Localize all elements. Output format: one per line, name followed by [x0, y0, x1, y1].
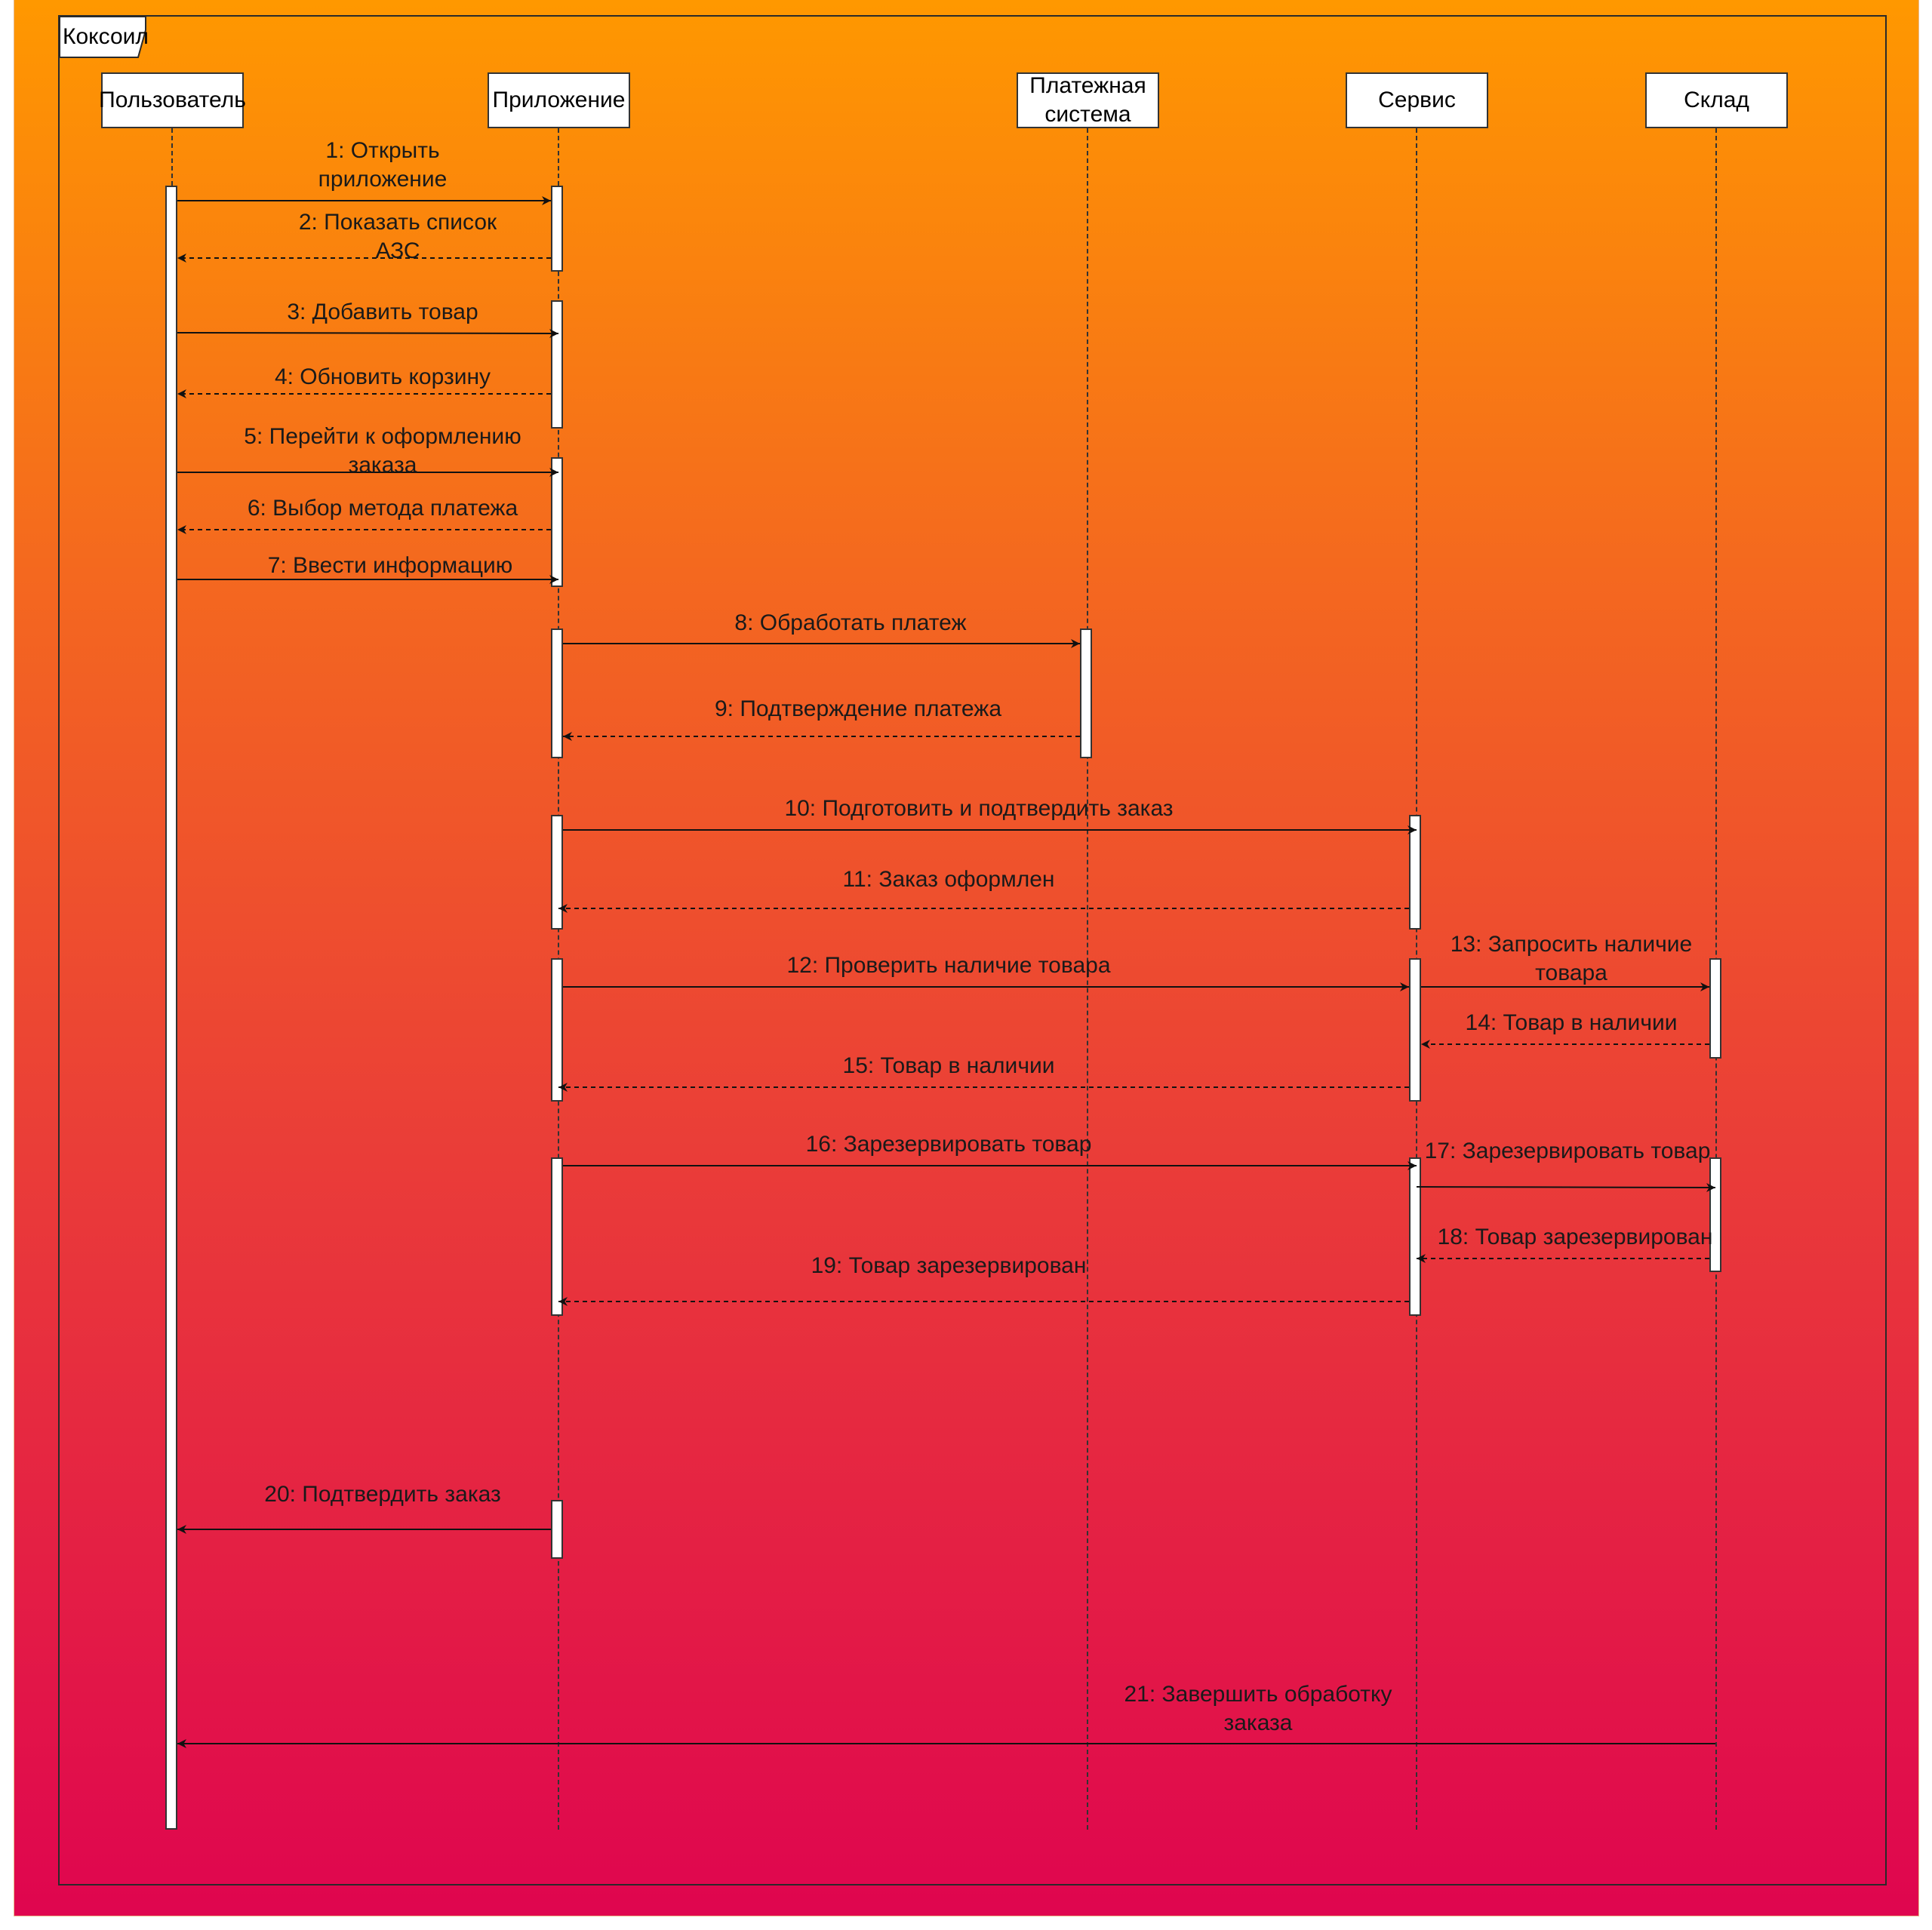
message-label-7: 7: Ввести информацию: [267, 553, 513, 578]
activation-payment-system: [1080, 628, 1092, 758]
activation-service: [1409, 1157, 1421, 1316]
message-label-13: 13: Запросить наличие товара: [1450, 932, 1693, 985]
message-arrows: [177, 196, 1716, 1748]
activation-service: [1409, 958, 1421, 1102]
diagram-canvas: Коксоил Пользователь Приложение Платежна…: [14, 0, 1918, 1916]
activation-app: [551, 958, 563, 1102]
message-label-3: 3: Добавить товар: [287, 300, 478, 324]
activation-app: [551, 1500, 563, 1559]
participant-app[interactable]: Приложение: [488, 72, 630, 128]
activation-app: [551, 1157, 563, 1316]
lifeline-payment-system: [1087, 128, 1088, 1830]
message-label-21: 21: Завершить обработку заказа: [1124, 1682, 1392, 1735]
activation-app: [551, 628, 563, 758]
message-label-6: 6: Выбор метода платежа: [247, 496, 518, 521]
message-label-18: 18: Товар зарезервирован: [1437, 1225, 1713, 1249]
activation-app: [551, 186, 563, 272]
message-label-16: 16: Зарезервировать товар: [805, 1132, 1092, 1157]
message-label-5: 5: Перейти к оформлению заказа: [244, 424, 521, 478]
message-label-8: 8: Обработать платеж: [734, 610, 967, 635]
participant-service[interactable]: Сервис: [1346, 72, 1488, 128]
message-label-2: 2: Показать список АЗС: [298, 210, 497, 263]
message-label-20: 20: Подтвердить заказ: [264, 1482, 501, 1507]
activation-user: [165, 186, 177, 1830]
message-label-1: 1: Открыть приложение: [318, 138, 448, 192]
participant-user[interactable]: Пользователь: [99, 72, 246, 128]
activation-service: [1409, 815, 1421, 930]
message-label-11: 11: Заказ оформлен: [842, 867, 1055, 892]
frame-label: Коксоил: [63, 24, 149, 49]
message-label-17: 17: Зарезервировать товар: [1424, 1139, 1711, 1163]
participant-warehouse[interactable]: Склад: [1645, 72, 1788, 128]
message-label-9: 9: Подтверждение платежа: [714, 696, 1002, 721]
message-label-14: 14: Товар в наличии: [1465, 1010, 1678, 1035]
participant-payment-system[interactable]: Платежная система: [1017, 72, 1159, 128]
message-label-19: 19: Товар зарезервирован: [811, 1253, 1087, 1278]
message-label-10: 10: Подготовить и подтвердить заказ: [784, 796, 1174, 821]
message-arrow-17: [1416, 1182, 1716, 1192]
activation-warehouse: [1709, 958, 1721, 1059]
message-label-12: 12: Проверить наличие товара: [786, 953, 1111, 978]
activation-app: [551, 457, 563, 587]
activation-app: [551, 815, 563, 930]
message-label-4: 4: Обновить корзину: [274, 364, 491, 389]
frame-tab: [60, 17, 146, 58]
system-frame: Коксоил: [58, 15, 1887, 1885]
message-label-15: 15: Товар в наличии: [842, 1053, 1055, 1078]
